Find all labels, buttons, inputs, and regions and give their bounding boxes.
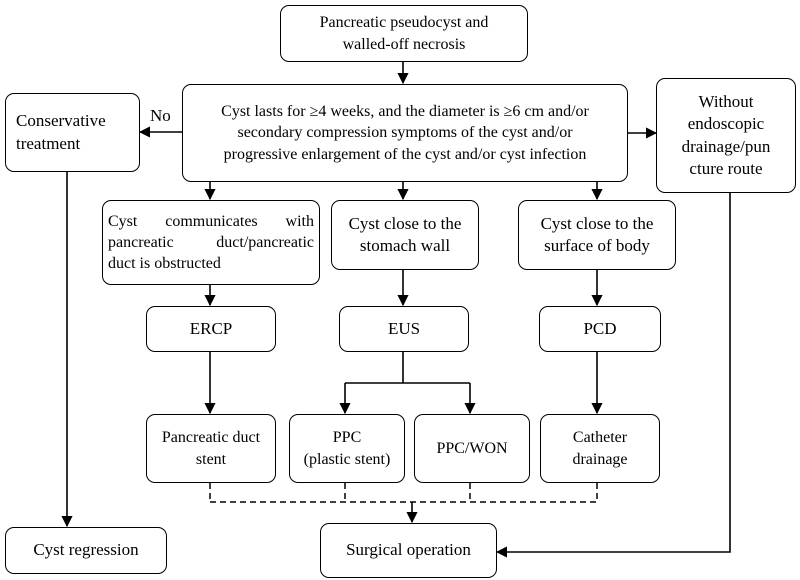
criteria-line: secondary compression symptoms of the cy… <box>237 124 573 142</box>
stomach-line: Cyst close to the <box>348 213 462 233</box>
catheter-line: drainage <box>572 450 628 468</box>
surgical-operation-node: Surgical operation <box>320 523 497 578</box>
cyst-communicates-node: Cyst communicates with pancreatic duct/p… <box>102 200 320 285</box>
ercp-node: ERCP <box>146 306 276 352</box>
criteria-line: progressive enlargement of the cyst and/… <box>223 145 587 163</box>
cyst-surface-of-body-node: Cyst close to the surface of body <box>518 200 676 270</box>
pcd-label: PCD <box>583 318 617 338</box>
criteria-line: Cyst lasts for ≥4 weeks, and the diamete… <box>221 103 589 121</box>
start-node: Pancreatic pseudocyst and walled-off nec… <box>280 5 528 62</box>
stent-line: Pancreatic duct <box>161 429 261 447</box>
ppc-plastic-stent-node: PPC (plastic stent) <box>289 414 405 483</box>
catheter-drainage-node: Catheter drainage <box>540 414 660 483</box>
cyst-regression-node: Cyst regression <box>5 527 167 574</box>
surface-line: surface of body <box>544 236 650 255</box>
eus-split-line <box>345 352 470 384</box>
eus-label: EUS <box>387 318 421 338</box>
communicates-line: Cyst communicates with <box>108 212 314 230</box>
catheter-line: Catheter <box>572 429 628 447</box>
start-node-line: walled-off necrosis <box>342 35 466 53</box>
criteria-node: Cyst lasts for ≥4 weeks, and the diamete… <box>182 84 628 182</box>
stomach-line: stomach wall <box>359 236 451 255</box>
conservative-line: Conservative <box>16 111 106 131</box>
pcd-node: PCD <box>539 306 661 352</box>
cyst-regression-label: Cyst regression <box>33 540 139 560</box>
surface-line: Cyst close to the <box>540 213 654 233</box>
pancreatic-duct-stent-node: Pancreatic duct stent <box>146 414 276 483</box>
ppc-plastic-line: (plastic stent) <box>303 450 391 468</box>
ppc-won-label: PPC/WON <box>436 439 508 457</box>
edge-label-no: No <box>150 106 171 125</box>
without-endoscopic-route-node: Without endoscopic drainage/pun cture ro… <box>656 78 796 193</box>
conservative-line: treatment <box>16 133 81 153</box>
without-route-line: Without <box>698 91 754 111</box>
without-route-line: drainage/pun <box>681 136 771 156</box>
stent-line: stent <box>195 450 227 468</box>
eus-node: EUS <box>339 306 469 352</box>
communicates-line: duct is obstructed <box>108 255 221 273</box>
conservative-treatment-node: Conservative treatment <box>5 93 140 172</box>
cyst-stomach-wall-node: Cyst close to the stomach wall <box>331 200 479 270</box>
ercp-label: ERCP <box>189 318 233 338</box>
communicates-line: pancreatic duct/pancreatic <box>108 233 314 251</box>
without-route-line: cture route <box>689 158 763 178</box>
ppc-plastic-line: PPC <box>332 429 362 447</box>
ppc-won-node: PPC/WON <box>414 414 530 483</box>
surgical-operation-label: Surgical operation <box>346 540 471 560</box>
arrow-without-route-to-surgical <box>495 193 731 558</box>
without-route-line: endoscopic <box>687 114 765 134</box>
start-node-line: Pancreatic pseudocyst and <box>319 14 489 32</box>
